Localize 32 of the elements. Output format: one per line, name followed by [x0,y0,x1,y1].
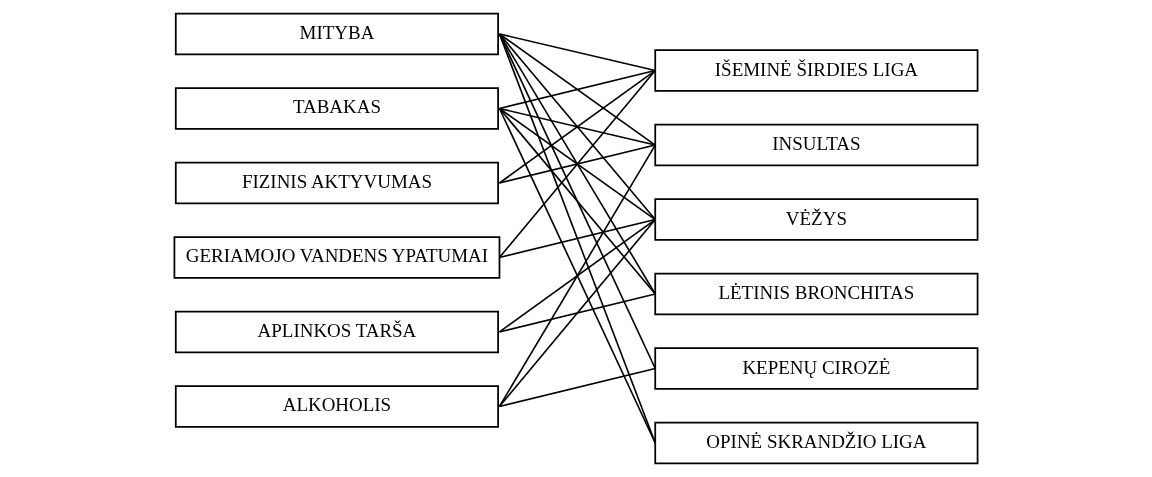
connector [498,33,657,221]
node-box: OPINĖ SKRANDŽIO LIGA [654,421,979,465]
node-box: KEPENŲ CIROZĖ [654,347,979,390]
connector [498,367,657,408]
connector [498,107,657,221]
connector [498,69,657,110]
connector [498,69,657,259]
node-box: VĖŽYS [654,198,979,241]
connector [498,69,657,184]
node-box: TABAKAS [174,87,499,130]
connector [498,218,657,333]
node-box: LĖTINIS BRONCHITAS [654,272,979,316]
node-box: ALKOHOLIS [174,385,499,428]
connector [498,218,657,408]
node-box: GERIAMOJO VANDENS YPATUMAI [173,236,501,279]
node-box: APLINKOS TARŠA [174,310,499,354]
node-box: MITYBA [174,12,499,56]
connector [498,107,657,146]
connector [498,33,657,146]
connector [498,33,657,72]
connector [498,144,657,184]
connector [498,144,657,408]
node-box: IŠEMINĖ ŠIRDIES LIGA [654,49,979,92]
connector [498,33,657,370]
connector [498,33,657,444]
connector [498,218,657,259]
node-box: FIZINIS AKTYVUMAS [174,161,499,205]
connector [498,33,657,295]
connector [498,293,657,333]
node-box: INSULTAS [654,123,979,167]
connector [498,107,657,444]
connector [498,107,657,295]
